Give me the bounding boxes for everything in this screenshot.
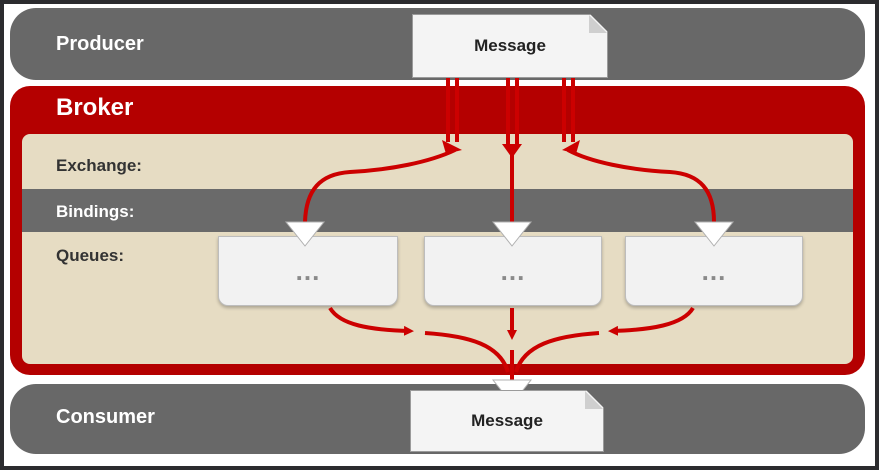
exchange-label: Exchange: <box>56 156 142 175</box>
binding-triangle-right <box>693 221 735 247</box>
queues-label: Queues: <box>56 246 125 265</box>
bindings-label: Bindings: <box>56 202 135 221</box>
producer-arrow-left <box>446 78 459 142</box>
consumer-message-doc: Message <box>410 390 604 452</box>
converge-right <box>514 331 600 373</box>
producer-arrow-right <box>562 78 575 142</box>
queue-3: ... <box>625 236 803 306</box>
producer-arrow-middle <box>506 78 519 144</box>
binding-triangle-middle <box>491 221 533 247</box>
consumer-label: Consumer <box>56 406 155 428</box>
queue-out-left <box>328 306 414 336</box>
producer-message-doc: Message <box>412 14 608 78</box>
queue-out-right <box>608 306 695 336</box>
producer-arrowhead-left <box>442 140 462 154</box>
queue-2: ... <box>424 236 602 306</box>
route-left <box>303 148 456 223</box>
converge-left <box>424 331 510 373</box>
binding-triangle-left <box>284 221 326 247</box>
producer-message-text: Message <box>474 36 546 55</box>
broker-title: Broker <box>56 94 134 121</box>
producer-label: Producer <box>56 33 144 55</box>
queue-1: ... <box>218 236 398 306</box>
consumer-message-text: Message <box>471 411 543 430</box>
producer-arrowhead-right <box>562 140 580 154</box>
producer-arrowhead-middle <box>502 144 522 158</box>
route-right <box>567 148 716 223</box>
